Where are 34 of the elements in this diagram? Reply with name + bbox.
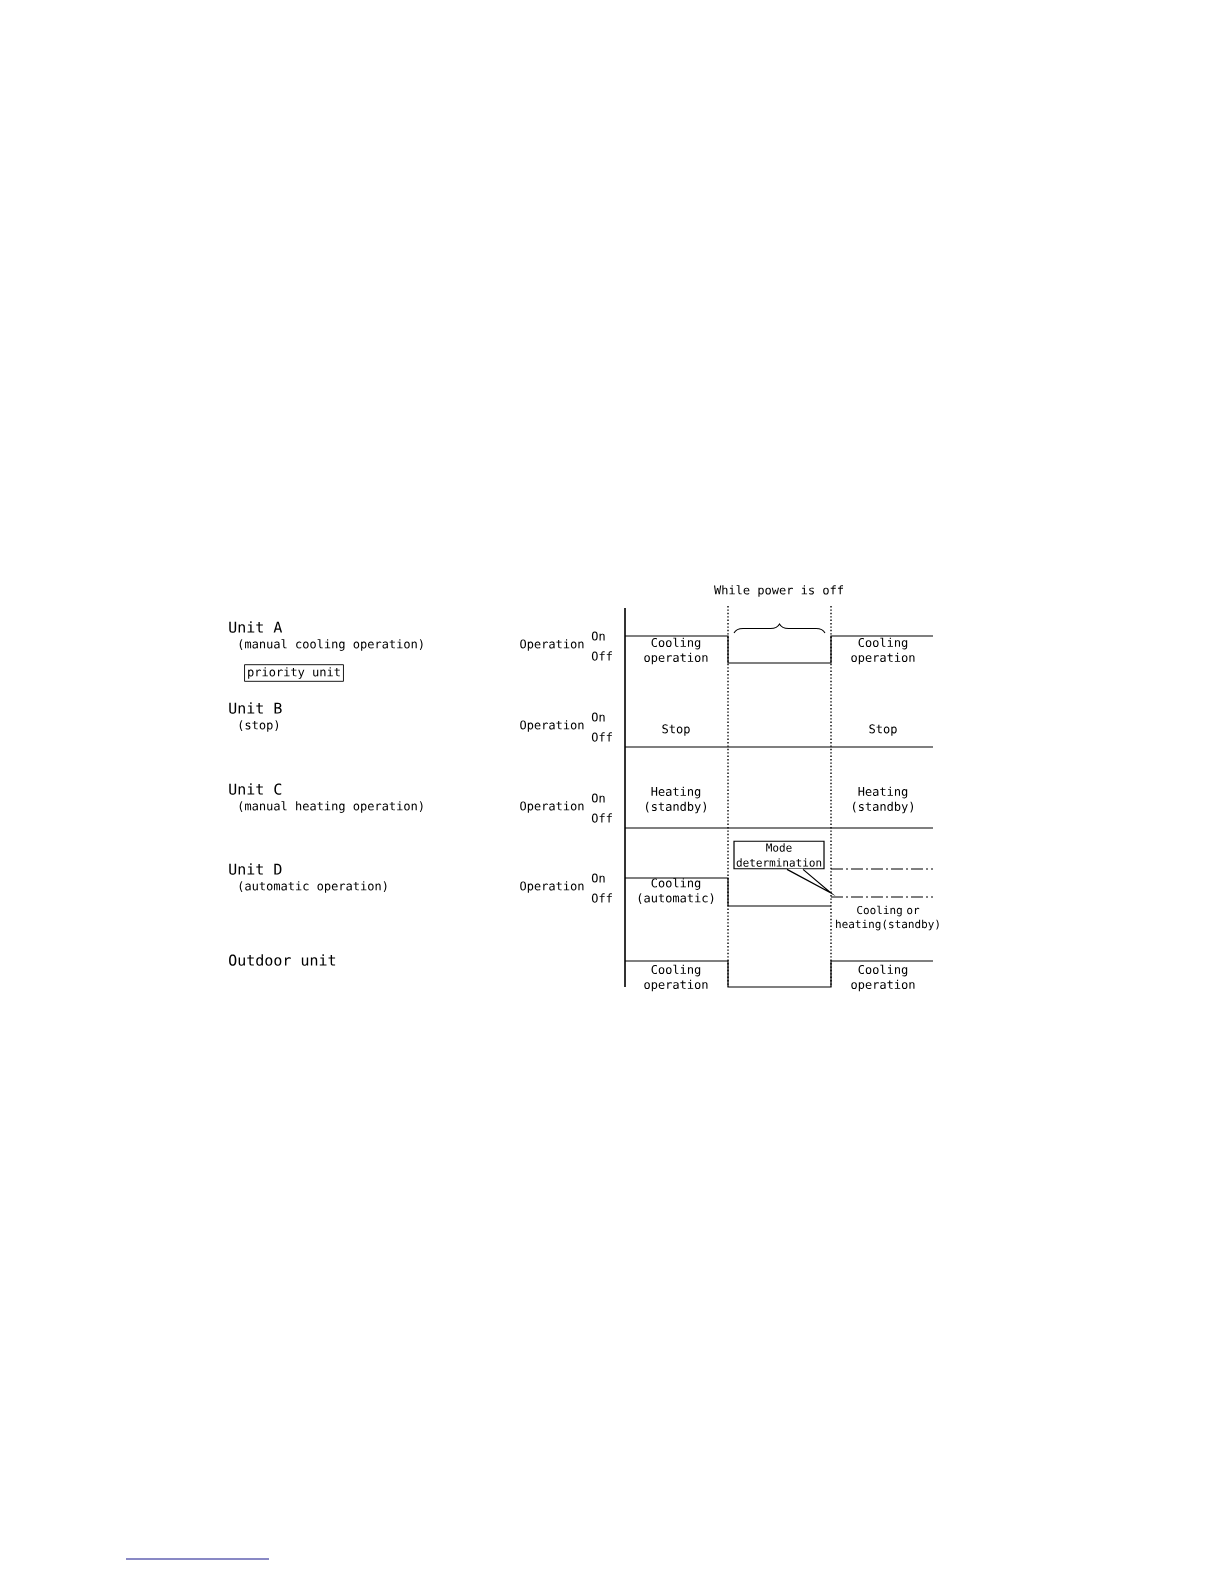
unit-description: (manual cooling operation): [239, 639, 423, 651]
state-label: Heating (standby): [853, 786, 913, 814]
heading-text: While power is off: [714, 585, 843, 597]
level-label: Off: [591, 893, 612, 903]
state-label: Cooling operation: [644, 637, 708, 665]
state-label: Cooling or heating(standby): [836, 905, 939, 931]
signal-label: Operation: [520, 720, 584, 732]
state-label: Stop: [662, 724, 690, 736]
signal-label: Operation: [520, 639, 584, 651]
unit-name: Unit D: [229, 863, 282, 875]
level-label: On: [591, 793, 605, 803]
unit-name: Unit C: [229, 783, 282, 795]
level-label: Off: [591, 651, 612, 661]
level-label: On: [591, 712, 605, 722]
level-label: On: [591, 631, 605, 641]
state-label: Cooling operation: [644, 964, 708, 992]
unit-description: (automatic operation): [239, 881, 387, 893]
unit-description: (manual heating operation): [239, 801, 423, 813]
level-label: Off: [591, 813, 612, 823]
state-label: Heating (standby): [646, 786, 706, 814]
state-label: Stop: [869, 724, 897, 736]
priority-unit-box: priority unit: [244, 664, 344, 682]
state-label: Cooling operation: [851, 637, 915, 665]
unit-name: Outdoor unit: [229, 954, 336, 966]
state-label: Cooling (automatic): [638, 878, 714, 904]
unit-name: Unit B: [229, 702, 282, 714]
level-label: On: [591, 873, 605, 883]
signal-label: Operation: [520, 881, 584, 893]
callout-box: Mode determination: [733, 840, 836, 897]
level-label: Off: [591, 732, 612, 742]
state-label: Cooling operation: [851, 964, 915, 992]
signal-label: Operation: [520, 801, 584, 813]
unit-description: (stop): [239, 720, 279, 732]
unit-name: Unit A: [229, 621, 283, 633]
